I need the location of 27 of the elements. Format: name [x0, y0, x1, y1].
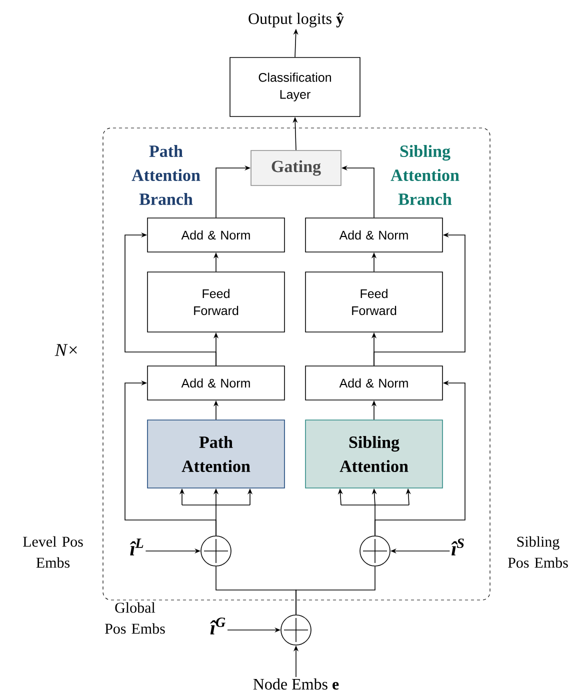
text-label: Output logits ŷ: [248, 12, 344, 28]
process-box: Add & Norm: [147, 218, 285, 252]
dashed-frame: [102, 128, 490, 600]
caption-text: Global Pos Embs: [105, 602, 165, 634]
embedding-symbol: î$^{S}$: [451, 538, 464, 556]
sum-circle: [360, 536, 390, 566]
sum-circle: [280, 614, 312, 646]
process-box: Add & Norm: [305, 218, 443, 252]
process-box: Feed Forward: [147, 272, 285, 332]
embedding-symbol: î$^{G}$: [210, 618, 226, 634]
caption-text: Sibling Pos Embs: [508, 536, 568, 568]
process-box: Add & Norm: [305, 366, 443, 400]
gating-box: Gating: [250, 150, 342, 186]
process-box: Add & Norm: [147, 366, 285, 400]
attention-box: Path Attention: [147, 420, 285, 488]
branch-title: Path Attention Branch: [132, 145, 200, 205]
process-box: Classification Layer: [230, 57, 360, 117]
text-label: Node Embs e: [253, 678, 339, 690]
arrow: [124, 380, 216, 536]
attention-box: Sibling Attention: [305, 420, 443, 488]
caption-text: Level Pos Embs: [23, 536, 83, 568]
embedding-symbol: î$^{L}$: [130, 538, 144, 556]
branch-title: Sibling Attention Branch: [390, 145, 460, 205]
arrow: [124, 232, 216, 366]
repeat-label: N×: [54, 344, 77, 356]
process-box: Feed Forward: [305, 272, 443, 332]
sum-circle: [200, 536, 232, 566]
